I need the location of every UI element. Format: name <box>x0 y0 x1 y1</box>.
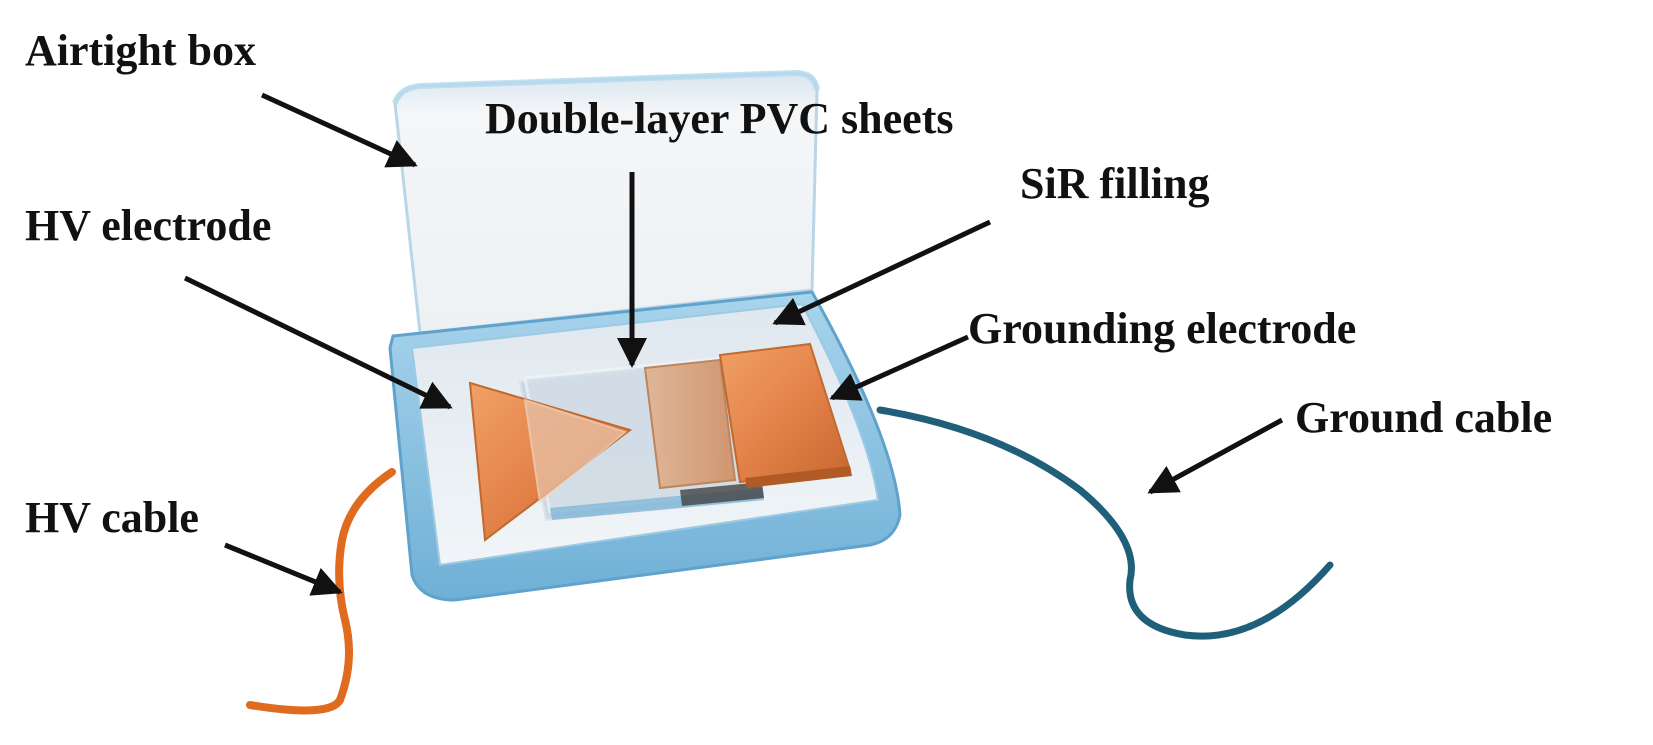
arrow-ground-cable <box>1147 417 1284 495</box>
label-ground-cable: Ground cable <box>1295 393 1552 442</box>
label-hv-electrode: HV electrode <box>25 201 271 250</box>
hv-electrode <box>468 381 633 542</box>
arrow-sir-filling <box>772 219 992 326</box>
arrow-hv-cable <box>224 542 343 596</box>
arrow-airtight-box <box>260 92 418 168</box>
label-grounding-electrode: Grounding electrode <box>968 304 1356 353</box>
arrow-grounding-electrode <box>829 334 970 401</box>
annotation-arrows <box>183 92 1284 596</box>
label-pvc-sheets: Double-layer PVC sheets <box>485 94 953 143</box>
label-airtight-box: Airtight box <box>25 26 256 75</box>
arrow-hv-electrode <box>183 275 453 410</box>
label-sir-filling: SiR filling <box>1020 159 1210 208</box>
hv-cable <box>246 468 396 715</box>
ground-cable <box>876 406 1334 640</box>
label-hv-cable: HV cable <box>25 493 199 542</box>
grounding-electrode <box>643 342 852 490</box>
airtight-box-lid <box>392 69 820 335</box>
